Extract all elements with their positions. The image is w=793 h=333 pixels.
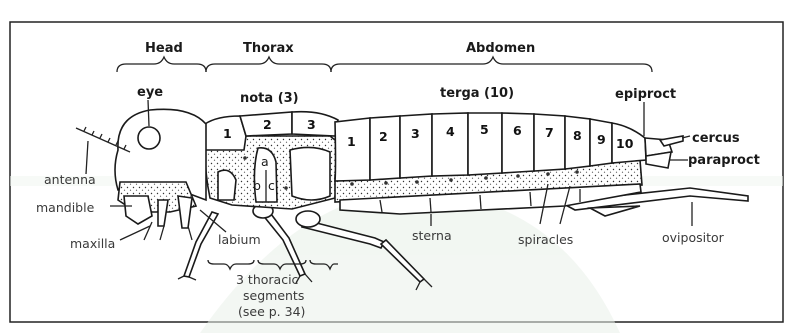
cercus-shape bbox=[660, 136, 683, 146]
nota-label: nota (3) bbox=[240, 91, 299, 106]
terga-label: terga (10) bbox=[440, 86, 514, 101]
notum-number: 2 bbox=[263, 117, 272, 132]
tergum-number: 7 bbox=[545, 125, 554, 140]
compound-eye bbox=[138, 127, 160, 149]
thorax-label: Thorax bbox=[243, 41, 294, 56]
notum-number: 3 bbox=[307, 117, 316, 132]
head-label: Head bbox=[145, 41, 183, 56]
labium-label: labium bbox=[218, 232, 261, 247]
epiproct-label: epiproct bbox=[615, 87, 676, 102]
head-brace bbox=[117, 57, 206, 72]
region-braces bbox=[117, 57, 652, 72]
thoracic-label-line3: (see p. 34) bbox=[238, 304, 305, 319]
pleuron-letter: b bbox=[253, 178, 261, 193]
tergum-number: 5 bbox=[480, 122, 489, 137]
tergum-number: 10 bbox=[616, 136, 634, 151]
abdomen-brace bbox=[331, 57, 652, 72]
maxilla-label: maxilla bbox=[70, 236, 115, 251]
tergum-number: 3 bbox=[411, 126, 420, 141]
ovipositor-label: ovipositor bbox=[662, 230, 725, 245]
coxa-3 bbox=[296, 211, 320, 227]
thoracic-label-line2: segments bbox=[243, 288, 304, 303]
tergum-number: 8 bbox=[573, 128, 582, 143]
sterna-label: sterna bbox=[412, 228, 452, 243]
abdomen-label: Abdomen bbox=[466, 41, 535, 56]
paraproct-label: paraproct bbox=[688, 153, 760, 168]
head-shape bbox=[115, 109, 206, 240]
tergum-number: 9 bbox=[597, 132, 606, 147]
mandible-shape bbox=[124, 196, 152, 224]
spiracles-label: spiracles bbox=[518, 232, 573, 247]
antenna-label: antenna bbox=[44, 172, 96, 187]
cercus-label: cercus bbox=[692, 131, 740, 146]
pleuron-letter: c bbox=[268, 178, 275, 193]
notum-number: 1 bbox=[223, 126, 232, 141]
tergum-number: 1 bbox=[347, 134, 356, 149]
mandible-label: mandible bbox=[36, 200, 95, 215]
pleuron-letter: a bbox=[261, 154, 269, 169]
tergum-number: 2 bbox=[379, 129, 388, 144]
tergum-number: 4 bbox=[446, 124, 455, 139]
thorax-brace bbox=[206, 57, 331, 72]
eye-label: eye bbox=[137, 85, 163, 100]
thoracic-label-line1: 3 thoracic bbox=[236, 272, 299, 287]
tergum-number: 6 bbox=[513, 123, 522, 138]
terminal-parts bbox=[645, 136, 683, 168]
